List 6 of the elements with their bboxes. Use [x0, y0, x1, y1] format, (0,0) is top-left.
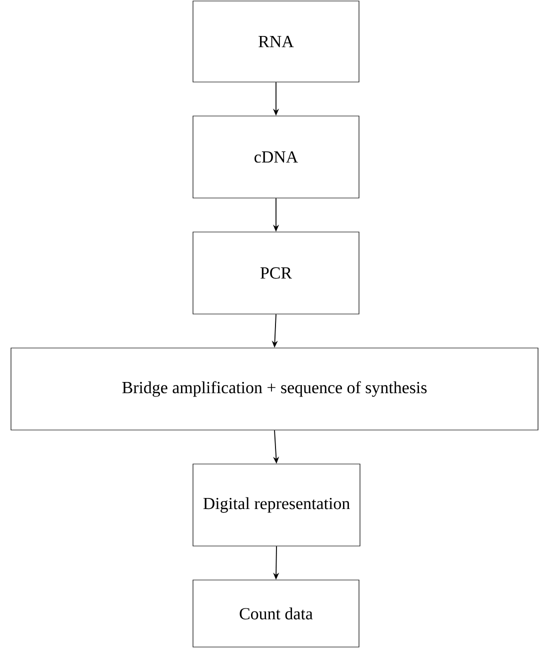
- process-box: RNA: [192, 0, 360, 82]
- process-box: cDNA: [192, 116, 360, 198]
- process-box: PCR: [192, 232, 360, 314]
- process-box: Digital representation: [192, 464, 360, 546]
- process-box: Count data: [192, 580, 360, 648]
- process-box: Bridge amplification + sequence of synthesis: [10, 348, 538, 430]
